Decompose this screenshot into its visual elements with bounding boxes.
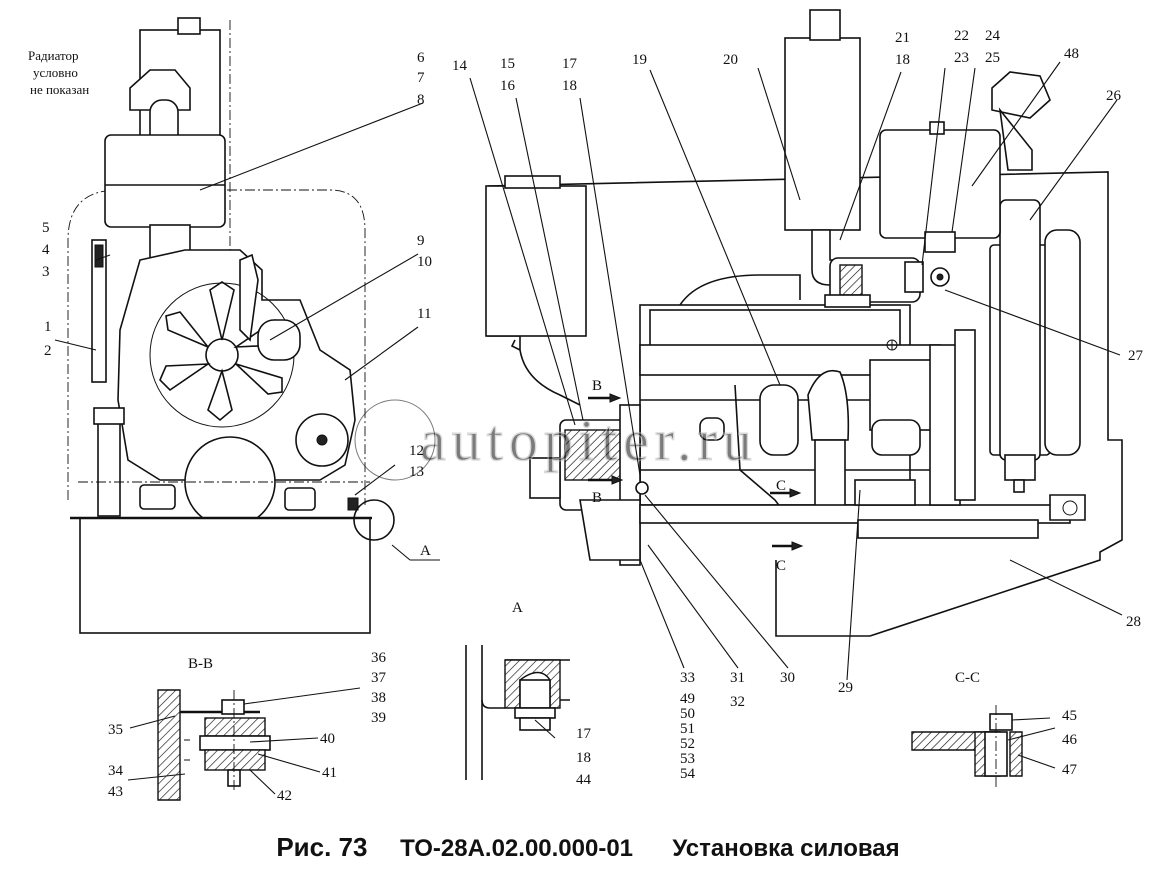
callout: 25 bbox=[985, 50, 1000, 66]
callout: 20 bbox=[723, 52, 738, 68]
callout: 34 bbox=[108, 763, 124, 779]
callout: 37 bbox=[371, 670, 387, 686]
section-bb-title: B-B bbox=[188, 656, 213, 672]
note-line-2: условно bbox=[33, 65, 78, 80]
callout: 47 bbox=[1062, 762, 1078, 778]
section-cc-title: C-C bbox=[955, 670, 980, 686]
view-a-title: A bbox=[512, 600, 523, 616]
callout: 41 bbox=[322, 765, 337, 781]
leader-lines bbox=[54, 61, 1123, 795]
cut-c-top: C bbox=[776, 478, 786, 494]
callout: 26 bbox=[1106, 88, 1122, 104]
note-text: Радиатор условно не показан bbox=[28, 48, 89, 97]
drawing-title: Установка силовая bbox=[672, 835, 900, 862]
callout: 11 bbox=[417, 306, 431, 322]
callout: 46 bbox=[1062, 732, 1078, 748]
callout: 6 bbox=[417, 50, 425, 66]
callout: 1 bbox=[44, 319, 52, 335]
callout: 31 bbox=[730, 670, 745, 686]
callout: 53 bbox=[680, 751, 695, 767]
callout: 14 bbox=[452, 58, 468, 74]
callout: 43 bbox=[108, 784, 123, 800]
callout: 7 bbox=[417, 70, 425, 86]
callout: 30 bbox=[780, 670, 795, 686]
callout: 8 bbox=[417, 92, 425, 108]
note-line-3: не показан bbox=[30, 82, 89, 97]
view-a-ref: A bbox=[420, 543, 431, 559]
callout: 10 bbox=[417, 254, 432, 270]
callout: 23 bbox=[954, 50, 969, 66]
callout: 17 bbox=[576, 726, 592, 742]
callout: 24 bbox=[985, 28, 1001, 44]
figure-number: Рис. 73 bbox=[276, 832, 368, 862]
callout: 19 bbox=[632, 52, 647, 68]
callout: 42 bbox=[277, 788, 292, 804]
callout: 16 bbox=[500, 78, 516, 94]
callout: 39 bbox=[371, 710, 386, 726]
callout: 9 bbox=[417, 233, 425, 249]
callout: 32 bbox=[730, 694, 745, 710]
callout: 21 bbox=[895, 30, 910, 46]
callout: 2 bbox=[44, 343, 52, 359]
section-bb bbox=[157, 689, 271, 801]
callout: 51 bbox=[680, 721, 695, 737]
callout: 38 bbox=[371, 690, 386, 706]
callout: 44 bbox=[576, 772, 592, 788]
callout: 54 bbox=[680, 766, 696, 782]
callout: 28 bbox=[1126, 614, 1141, 630]
cut-c-bottom: C bbox=[776, 558, 786, 574]
callout: 15 bbox=[500, 56, 515, 72]
drawing-code: ТО-28А.02.00.000-01 bbox=[400, 835, 634, 862]
callout: 17 bbox=[562, 56, 578, 72]
callout: 33 bbox=[680, 670, 695, 686]
callout: 40 bbox=[320, 731, 335, 747]
watermark-text: autopiter.ru bbox=[420, 408, 758, 473]
callout: 13 bbox=[409, 464, 424, 480]
section-labels: A A B-B C-C B B C C bbox=[188, 378, 980, 686]
front-view bbox=[67, 17, 395, 634]
callout: 29 bbox=[838, 680, 853, 696]
callout: 45 bbox=[1062, 708, 1077, 724]
callout: 35 bbox=[108, 722, 123, 738]
callout: 52 bbox=[680, 736, 695, 752]
callout-numbers: 1 2 3 4 5 6 7 8 9 10 11 12 13 14 15 16 1… bbox=[42, 28, 1144, 804]
cut-b-bottom: B bbox=[592, 490, 602, 506]
cut-b-top: B bbox=[592, 378, 602, 394]
callout: 49 bbox=[680, 691, 695, 707]
figure-caption: Рис. 73 ТО-28А.02.00.000-01 Установка си… bbox=[0, 832, 1176, 863]
note-line-1: Радиатор bbox=[28, 48, 79, 63]
callout: 36 bbox=[371, 650, 387, 666]
callout: 18 bbox=[562, 78, 577, 94]
callout: 18 bbox=[576, 750, 591, 766]
callout: 27 bbox=[1128, 348, 1144, 364]
detail-a bbox=[465, 645, 570, 780]
callout: 22 bbox=[954, 28, 969, 44]
callout: 12 bbox=[409, 443, 424, 459]
callout: 5 bbox=[42, 220, 50, 236]
section-cc bbox=[911, 705, 1023, 790]
callout: 18 bbox=[895, 52, 910, 68]
callout: 48 bbox=[1064, 46, 1079, 62]
callout: 3 bbox=[42, 264, 50, 280]
side-view: autopiter.ru bbox=[354, 9, 1123, 637]
callout: 4 bbox=[42, 242, 50, 258]
callout: 50 bbox=[680, 706, 695, 722]
